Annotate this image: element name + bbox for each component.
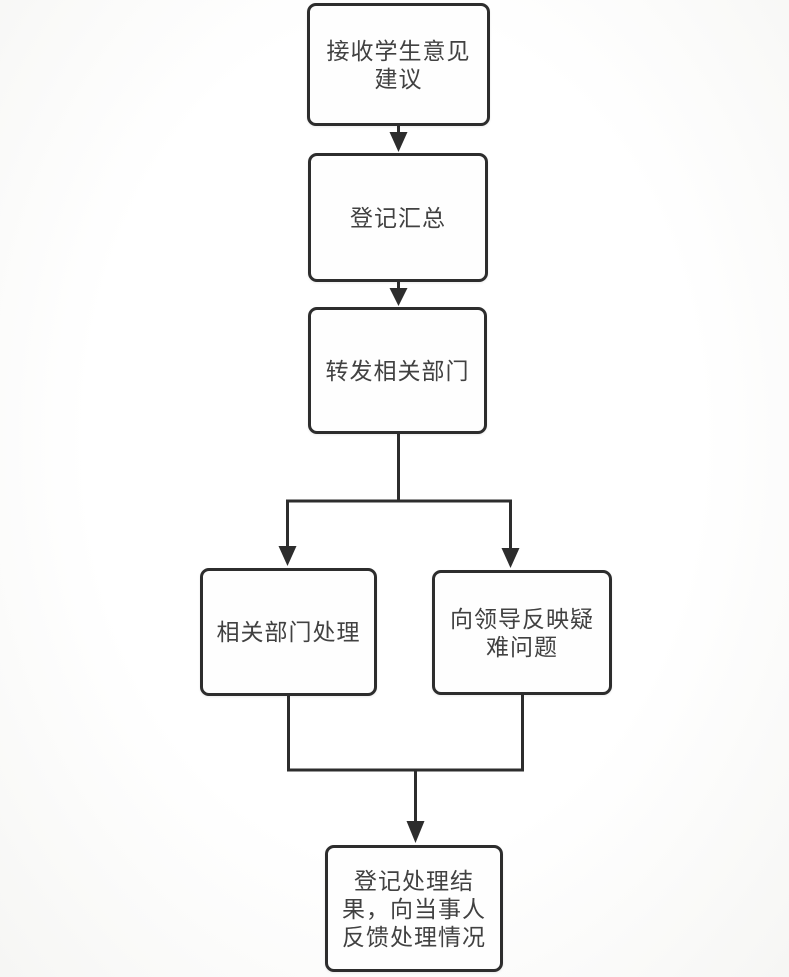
edge-split-right [398, 499, 512, 549]
arrowhead-split-left [278, 546, 297, 566]
node-label: 相关部门处理 [216, 619, 361, 645]
edge-merge-bar [287, 695, 524, 772]
edge-split-left [286, 499, 399, 547]
node-label: 登记汇总 [350, 204, 446, 231]
arrowhead-receive-register [389, 132, 408, 152]
node-label: 向领导反映疑 难问题 [450, 605, 594, 660]
node-label: 转发相关部门 [325, 357, 470, 384]
arrowhead-register-forward [389, 288, 408, 306]
arrowhead-merge-feedback [406, 821, 425, 843]
node-record-result-feedback: 登记处理结 果，向当事人 反馈处理情况 [325, 845, 503, 972]
node-forward-to-departments: 转发相关部门 [308, 307, 487, 434]
node-register-summarize: 登记汇总 [308, 153, 488, 282]
node-receive-student-suggestions: 接收学生意见 建议 [307, 3, 490, 126]
node-department-handles: 相关部门处理 [200, 568, 377, 696]
node-label: 登记处理结 果，向当事人 反馈处理情况 [342, 867, 486, 950]
arrowhead-split-right [501, 548, 520, 568]
node-report-difficult-issues-to-leaders: 向领导反映疑 难问题 [432, 570, 612, 695]
node-label: 接收学生意见 建议 [326, 37, 471, 92]
